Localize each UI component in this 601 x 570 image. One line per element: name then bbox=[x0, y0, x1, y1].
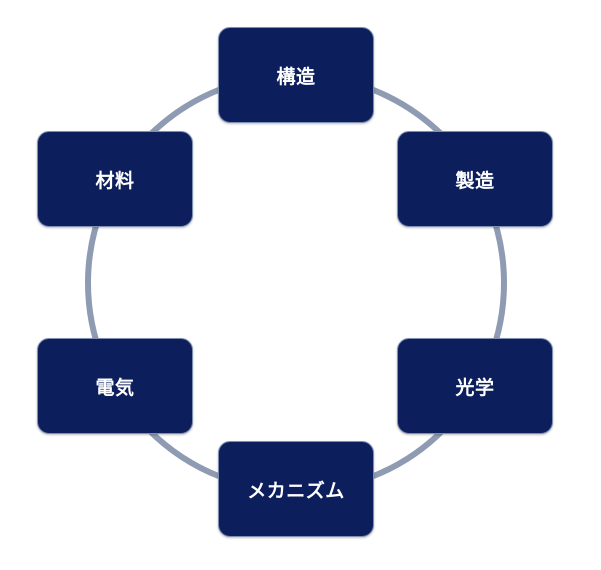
node-electricity-label: 電気 bbox=[95, 376, 135, 399]
node-optics-label: 光学 bbox=[455, 376, 495, 399]
node-manufacturing[interactable]: 製造 bbox=[397, 131, 553, 227]
node-material-label: 材料 bbox=[95, 169, 135, 192]
node-material[interactable]: 材料 bbox=[37, 131, 193, 227]
node-manufacturing-label: 製造 bbox=[455, 169, 495, 192]
node-optics[interactable]: 光学 bbox=[397, 338, 553, 434]
node-mechanism[interactable]: メカニズム bbox=[218, 441, 374, 537]
node-structure-label: 構造 bbox=[276, 65, 316, 88]
node-electricity[interactable]: 電気 bbox=[37, 338, 193, 434]
node-structure[interactable]: 構造 bbox=[218, 27, 374, 123]
node-mechanism-label: メカニズム bbox=[247, 479, 345, 502]
